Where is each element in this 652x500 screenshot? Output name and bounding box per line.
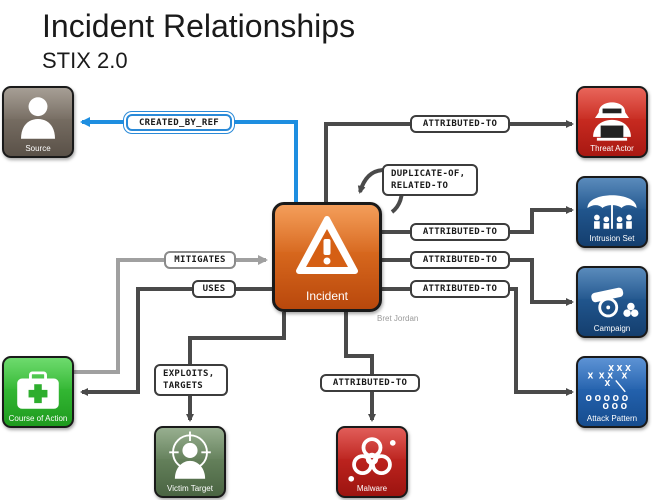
node-label: Attack Pattern — [586, 414, 638, 423]
svg-text:X X: X X — [599, 372, 613, 381]
node-intrusion-set[interactable]: Intrusion Set — [576, 176, 648, 248]
node-label: Victim Target — [167, 484, 213, 493]
label-attributed-to-attack-pattern: ATTRIBUTED-TO — [410, 280, 510, 298]
label-attributed-to-intrusion-set: ATTRIBUTED-TO — [410, 223, 510, 241]
node-label: Incident — [305, 289, 349, 303]
label-duplicate-of-related-to: DUPLICATE-OF, RELATED-TO — [382, 164, 478, 196]
node-label: Course of Action — [8, 414, 68, 423]
hooded-hacker-icon — [593, 102, 631, 141]
node-course-of-action[interactable]: Course of Action — [2, 356, 74, 428]
warning-triangle-icon — [296, 216, 358, 274]
person-silhouette-icon — [21, 97, 55, 139]
crosshair-person-icon — [169, 431, 211, 479]
node-threat-actor[interactable]: Threat Actor — [576, 86, 648, 158]
label-created-by-ref: CREATED_BY_REF — [126, 114, 232, 131]
biohazard-icon — [348, 437, 396, 482]
node-campaign[interactable]: Campaign — [576, 266, 648, 338]
svg-text:X X X: X X X — [608, 364, 631, 373]
connector-attributed-to-malware — [344, 312, 376, 422]
label-attributed-to-malware: ATTRIBUTED-TO — [320, 374, 420, 392]
node-victim-target[interactable]: Victim Target — [154, 426, 226, 498]
author-credit: Bret Jordan — [377, 314, 419, 323]
page-title: Incident Relationships — [42, 8, 356, 44]
node-label: Intrusion Set — [589, 234, 635, 243]
first-aid-kit-icon — [17, 371, 59, 409]
page-subtitle: STIX 2.0 — [42, 48, 128, 73]
label-uses: USES — [192, 280, 236, 298]
connector-mitigates — [74, 255, 268, 374]
svg-text:O O O: O O O — [603, 402, 628, 411]
svg-text:X: X — [587, 372, 593, 381]
label-attributed-to-threat-actor: ATTRIBUTED-TO — [410, 115, 510, 133]
node-label: Campaign — [593, 324, 631, 333]
cannon-icon — [591, 287, 639, 318]
label-exploits-targets: EXPLOITS, TARGETS — [154, 364, 228, 396]
node-incident[interactable]: Incident — [272, 202, 382, 312]
label-mitigates: MITIGATES — [164, 251, 236, 269]
node-label: Threat Actor — [590, 144, 634, 153]
node-label: Source — [25, 144, 51, 153]
node-source[interactable]: Source — [2, 86, 74, 158]
node-label: Malware — [356, 484, 388, 493]
connector-created-by-ref — [80, 117, 298, 202]
umbrella-group-icon — [587, 195, 637, 229]
label-attributed-to-campaign: ATTRIBUTED-TO — [410, 251, 510, 269]
node-malware[interactable]: Malware — [336, 426, 408, 498]
svg-text:X: X — [604, 379, 610, 388]
svg-text:O O O O O: O O O O O — [586, 394, 629, 403]
svg-text:X: X — [621, 372, 627, 381]
